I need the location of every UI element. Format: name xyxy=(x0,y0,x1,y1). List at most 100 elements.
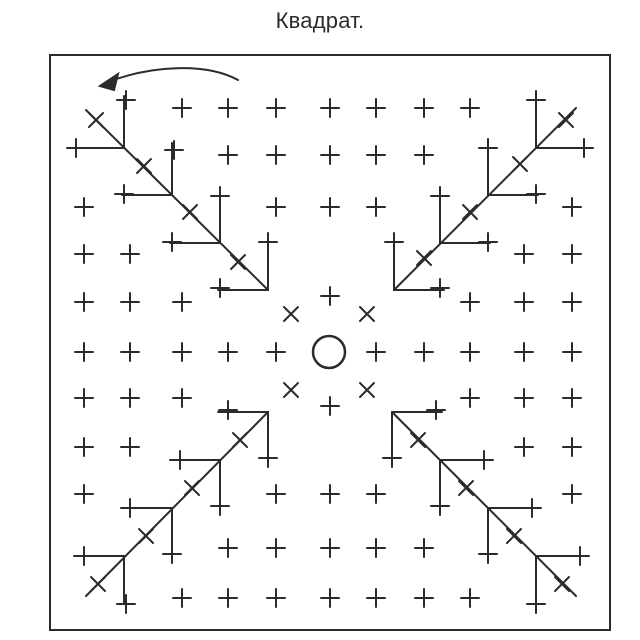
single-crochet-mark xyxy=(514,388,534,408)
single-crochet-mark xyxy=(218,400,238,420)
diagonal-line-mark xyxy=(85,109,269,291)
single-crochet-mark xyxy=(526,594,546,614)
single-crochet-mark xyxy=(514,342,534,362)
single-crochet-mark xyxy=(172,388,192,408)
single-crochet-mark xyxy=(426,400,446,420)
single-crochet-mark xyxy=(384,232,404,252)
single-crochet-mark xyxy=(366,484,386,504)
single-crochet-mark xyxy=(414,588,434,608)
single-crochet-mark xyxy=(74,244,94,264)
single-crochet-mark xyxy=(562,388,582,408)
single-crochet-mark xyxy=(164,140,184,160)
single-crochet-mark xyxy=(66,138,86,158)
direction-arrow-head xyxy=(97,71,120,92)
single-crochet-mark xyxy=(120,437,140,457)
magic-ring-mark xyxy=(311,334,347,370)
single-crochet-mark xyxy=(172,292,192,312)
single-crochet-mark xyxy=(120,498,140,518)
single-crochet-mark xyxy=(562,484,582,504)
single-crochet-mark xyxy=(526,184,546,204)
single-crochet-mark xyxy=(258,232,278,252)
single-crochet-mark xyxy=(320,484,340,504)
single-crochet-mark xyxy=(514,292,534,312)
cross-stitch-mark xyxy=(416,250,432,266)
single-crochet-mark xyxy=(366,342,386,362)
single-crochet-mark xyxy=(266,197,286,217)
cross-stitch-mark xyxy=(184,480,200,496)
single-crochet-mark xyxy=(210,496,230,516)
single-crochet-mark xyxy=(562,244,582,264)
single-crochet-mark xyxy=(74,292,94,312)
single-crochet-mark xyxy=(320,538,340,558)
single-crochet-mark xyxy=(460,588,480,608)
single-crochet-mark xyxy=(562,197,582,217)
single-crochet-mark xyxy=(172,98,192,118)
single-crochet-mark xyxy=(162,232,182,252)
single-crochet-mark xyxy=(266,484,286,504)
single-crochet-mark xyxy=(218,342,238,362)
cross-stitch-mark xyxy=(182,204,198,220)
single-crochet-mark xyxy=(116,594,136,614)
cross-stitch-mark xyxy=(359,306,375,322)
cross-stitch-mark xyxy=(90,576,106,592)
single-crochet-mark xyxy=(74,484,94,504)
single-crochet-mark xyxy=(474,450,494,470)
direction-arrow-curve xyxy=(107,67,239,83)
single-crochet-mark xyxy=(218,588,238,608)
single-crochet-mark xyxy=(414,98,434,118)
cross-stitch-mark xyxy=(458,480,474,496)
cross-stitch-mark xyxy=(283,306,299,322)
single-crochet-mark xyxy=(460,342,480,362)
single-crochet-mark xyxy=(258,448,278,468)
single-crochet-mark xyxy=(170,450,190,470)
single-crochet-mark xyxy=(382,448,402,468)
single-crochet-mark xyxy=(366,197,386,217)
cross-stitch-mark xyxy=(283,382,299,398)
single-crochet-mark xyxy=(120,292,140,312)
single-crochet-mark xyxy=(210,278,230,298)
single-crochet-mark xyxy=(210,186,230,206)
single-crochet-mark xyxy=(562,437,582,457)
single-crochet-mark xyxy=(430,186,450,206)
single-crochet-mark xyxy=(526,90,546,110)
diagram-title: Квадрат. xyxy=(275,8,365,33)
single-crochet-mark xyxy=(266,588,286,608)
cross-stitch-mark xyxy=(410,432,426,448)
single-crochet-mark xyxy=(266,98,286,118)
cross-stitch-mark xyxy=(512,156,528,172)
single-crochet-mark xyxy=(114,184,134,204)
single-crochet-mark xyxy=(460,292,480,312)
single-crochet-mark xyxy=(218,145,238,165)
single-crochet-mark xyxy=(562,292,582,312)
single-crochet-mark xyxy=(320,145,340,165)
single-crochet-mark xyxy=(74,546,94,566)
cross-stitch-mark xyxy=(558,112,574,128)
single-crochet-mark xyxy=(266,342,286,362)
single-crochet-mark xyxy=(320,197,340,217)
single-crochet-mark xyxy=(320,396,340,416)
single-crochet-mark xyxy=(478,232,498,252)
single-crochet-mark xyxy=(218,538,238,558)
cross-stitch-mark xyxy=(359,382,375,398)
single-crochet-mark xyxy=(562,342,582,362)
cross-stitch-mark xyxy=(136,158,152,174)
single-crochet-mark xyxy=(74,388,94,408)
single-crochet-mark xyxy=(172,342,192,362)
cross-stitch-mark xyxy=(554,576,570,592)
single-crochet-mark xyxy=(366,538,386,558)
single-crochet-mark xyxy=(478,544,498,564)
single-crochet-mark xyxy=(460,388,480,408)
single-crochet-mark xyxy=(218,98,238,118)
single-crochet-mark xyxy=(366,145,386,165)
diagonal-line-mark xyxy=(393,107,577,291)
cross-stitch-mark xyxy=(88,112,104,128)
single-crochet-mark xyxy=(74,342,94,362)
cross-stitch-mark xyxy=(462,204,478,220)
cross-stitch-mark xyxy=(232,432,248,448)
single-crochet-mark xyxy=(430,278,450,298)
single-crochet-mark xyxy=(120,342,140,362)
single-crochet-mark xyxy=(478,138,498,158)
single-crochet-mark xyxy=(320,98,340,118)
single-crochet-mark xyxy=(162,544,182,564)
